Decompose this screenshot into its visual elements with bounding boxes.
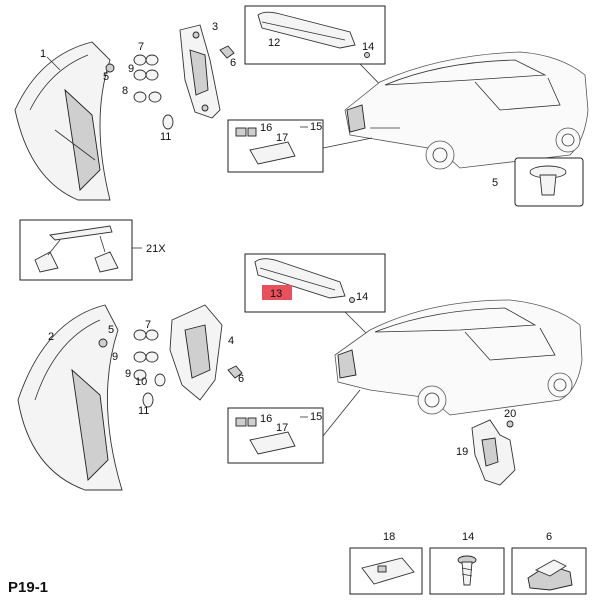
callout-18: 18: [383, 531, 395, 543]
callout-8: 8: [122, 85, 128, 97]
callout-14-bottom: 14: [462, 531, 474, 543]
box-part-21x: [19, 219, 133, 281]
clip-part-14-top: [364, 52, 370, 58]
callout-5-box: 5: [492, 177, 498, 189]
bulb-group-top: [105, 54, 174, 130]
bracket-part-19: [471, 419, 516, 486]
clip-part-14-middle: [349, 297, 355, 303]
bulb-holder-part-4: [169, 304, 223, 401]
bulb-group-bottom: [98, 329, 166, 408]
callout-6-box: 6: [546, 531, 552, 543]
screw-part-20: [506, 420, 514, 428]
third-brake-light-part-13: [254, 258, 346, 299]
callout-4: 4: [228, 335, 234, 347]
callout-13: 13: [270, 288, 282, 300]
highlight-part-13: [262, 285, 292, 300]
car-illustration-bottom: [334, 299, 583, 416]
nut-part-6-bottom: [227, 365, 243, 379]
callout-17-top: 17: [276, 132, 288, 144]
licence-lamp-parts-top: [235, 127, 296, 165]
callout-2: 2: [48, 331, 54, 343]
diagram-id: P19-1: [8, 579, 48, 596]
callout-5-top: 5: [103, 71, 109, 83]
callout-11-top: 11: [160, 131, 171, 143]
nut-part-6-box: [527, 559, 573, 591]
tail-lamp-part-1: [14, 41, 111, 201]
callout-17-bottom: 17: [276, 422, 288, 434]
callout-10: 10: [135, 376, 147, 388]
licence-lamp-parts-bottom: [235, 417, 296, 455]
callout-21x: 21X: [146, 243, 166, 255]
callout-15-bottom: 15: [310, 411, 322, 423]
callout-9-top: 9: [128, 63, 134, 75]
grommet-part-5: [529, 165, 567, 196]
callout-11-bottom: 11: [138, 405, 149, 417]
callout-6-top: 6: [230, 57, 236, 69]
callout-7-top: 7: [138, 41, 144, 53]
screw-part-14: [457, 555, 477, 586]
callout-14-top: 14: [362, 41, 374, 53]
tail-lamp-part-2: [17, 304, 123, 491]
callout-3: 3: [212, 21, 218, 33]
callout-7-bottom: 7: [145, 319, 151, 331]
callout-20: 20: [504, 408, 516, 420]
callout-1: 1: [40, 48, 46, 60]
callout-5-bottom: 5: [108, 324, 114, 336]
callout-6-bottom: 6: [238, 373, 244, 385]
callout-9-bottom-b: 9: [125, 368, 131, 380]
callout-16-bottom: 16: [260, 413, 272, 425]
callout-12: 12: [268, 37, 280, 49]
third-brake-light-part-12: [257, 11, 356, 49]
bulb-holder-part-3: [179, 24, 221, 119]
car-illustration-top: [344, 51, 589, 170]
callout-16-top: 16: [260, 122, 272, 134]
adhesive-pad-part-18: [361, 557, 415, 585]
callout-19: 19: [456, 446, 468, 458]
callout-9-bottom-a: 9: [112, 351, 118, 363]
callout-15-top: 15: [310, 121, 322, 133]
nut-part-6-top: [219, 45, 235, 59]
callout-14-middle: 14: [356, 291, 368, 303]
wiring-bracket-part-21x: [34, 225, 119, 273]
